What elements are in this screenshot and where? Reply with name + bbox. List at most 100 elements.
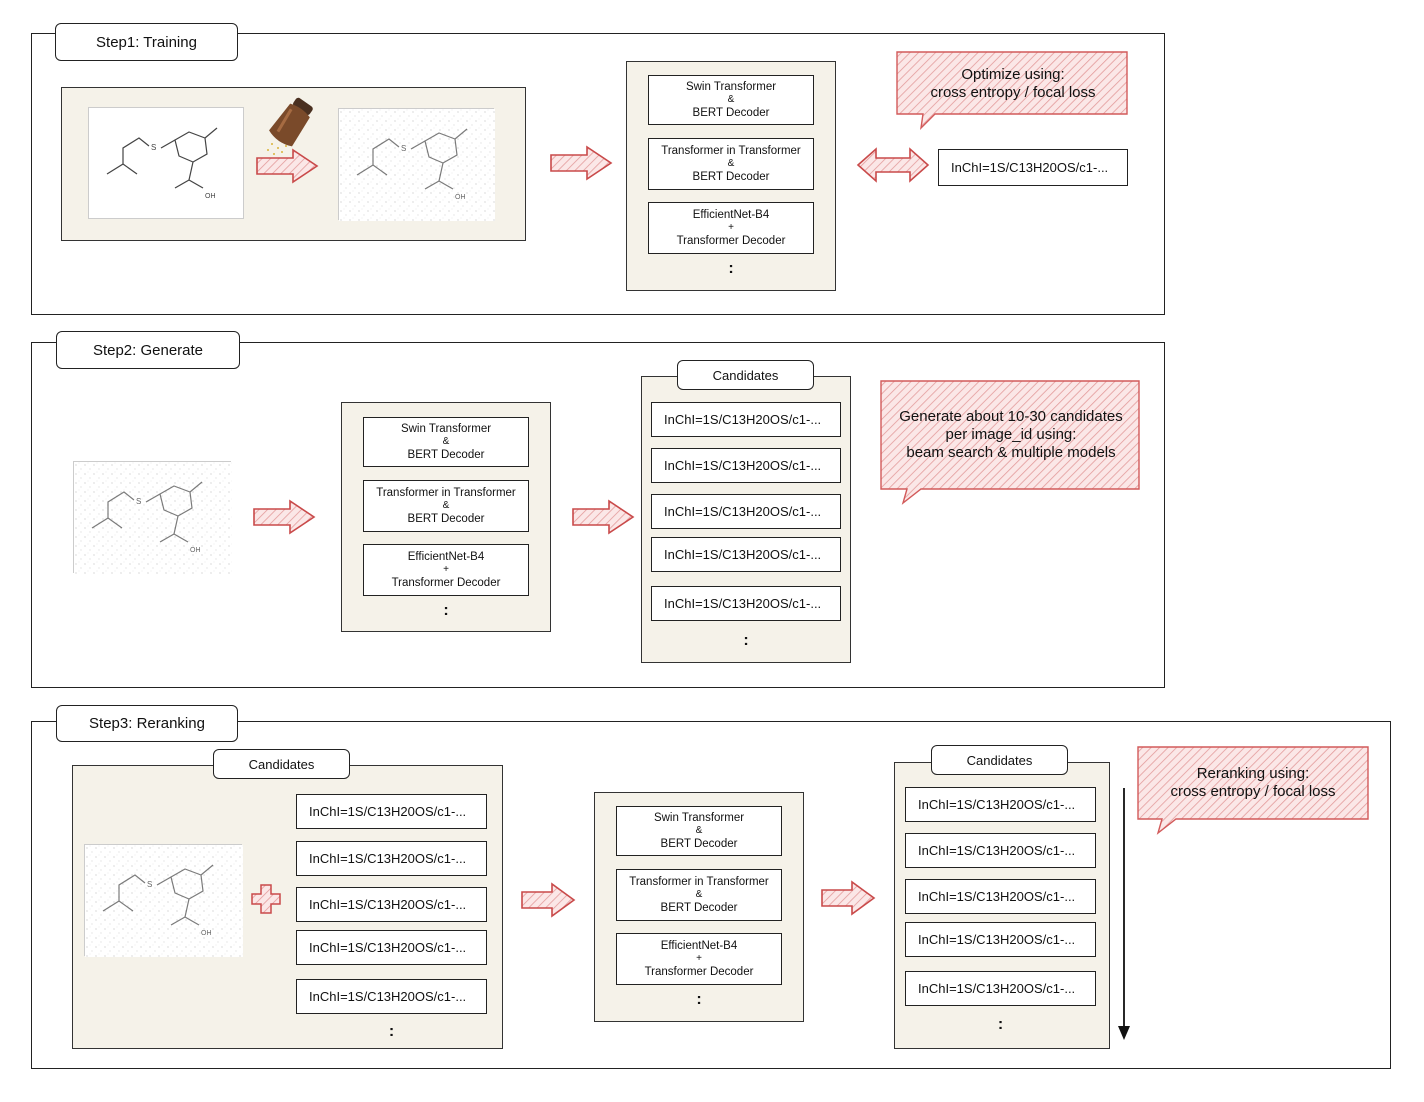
candidates-label: Candidates — [931, 745, 1068, 775]
candidate-item: InChI=1S/C13H20OS/c1-... — [296, 794, 487, 829]
candidate-item: InChI=1S/C13H20OS/c1-... — [651, 402, 841, 437]
note-line: per image_id using: — [945, 426, 1077, 443]
candidates-label-text: Candidates — [966, 752, 1033, 768]
generate-note: Generate about 10-30 candidates per imag… — [881, 384, 1141, 486]
molecule-s-label: S — [147, 880, 152, 889]
candidates-label-text: Candidates — [248, 756, 315, 772]
note-line: Optimize using: — [961, 66, 1065, 83]
inchi-text: InChI=1S/C13H20OS/c1-... — [918, 981, 1076, 996]
model-effnet-transformer: EfficientNet-B4 + Transformer Decoder — [616, 933, 782, 985]
model-decoder: BERT Decoder — [660, 838, 738, 850]
arrow-right-icon — [821, 880, 876, 916]
note-line: beam search & multiple models — [906, 444, 1116, 461]
model-name: Swin Transformer — [400, 423, 492, 435]
model-name: Transformer in Transformer — [629, 876, 769, 888]
step2-label: Step2: Generate — [56, 331, 240, 369]
more-models-ellipsis: : — [728, 260, 734, 277]
model-decoder: Transformer Decoder — [644, 966, 754, 978]
model-sep: & — [695, 825, 703, 836]
inchi-text: InChI=1S/C13H20OS/c1-... — [918, 797, 1076, 812]
model-name: EfficientNet-B4 — [692, 209, 770, 221]
more-models-ellipsis: : — [696, 991, 702, 1008]
model-name: Swin Transformer — [653, 812, 745, 824]
inchi-text: InChI=1S/C13H20OS/c1-... — [309, 851, 467, 866]
inchi-text: InChI=1S/C13H20OS/c1-... — [664, 458, 822, 473]
step3-label-text: Step3: Reranking — [89, 715, 205, 732]
arrow-right-icon — [521, 882, 576, 918]
arrow-right-icon — [256, 148, 319, 184]
molecule-drawing: S OH — [106, 127, 218, 200]
training-note: Optimize using: cross entropy / focal lo… — [897, 55, 1129, 113]
candidates-label: Candidates — [677, 360, 814, 390]
inchi-text: InChI=1S/C13H20OS/c1-... — [664, 596, 822, 611]
candidate-item: InChI=1S/C13H20OS/c1-... — [651, 448, 841, 483]
model-name: Transformer in Transformer — [661, 145, 801, 157]
molecule-image-clean: S OH — [88, 107, 244, 219]
candidate-item: InChI=1S/C13H20OS/c1-... — [651, 494, 841, 529]
step2-label-text: Step2: Generate — [92, 341, 204, 359]
inchi-text: InChI=1S/C13H20OS/c1-... — [664, 412, 822, 427]
model-tnt-bert: Transformer in Transformer & BERT Decode… — [648, 138, 814, 190]
molecule-oh-label: OH — [190, 547, 201, 554]
model-effnet-transformer: EfficientNet-B4 + Transformer Decoder — [363, 544, 529, 596]
noisy-molecule-drawing: S OH — [339, 109, 495, 221]
molecule-image-noisy: S OH — [84, 844, 243, 957]
model-tnt-bert: Transformer in Transformer & BERT Decode… — [616, 869, 782, 921]
arrow-right-icon — [550, 145, 613, 181]
candidate-item: InChI=1S/C13H20OS/c1-... — [296, 930, 487, 965]
model-effnet-transformer: EfficientNet-B4 + Transformer Decoder — [648, 202, 814, 254]
noisy-molecule-drawing: S OH — [74, 462, 232, 574]
model-sep: & — [727, 158, 735, 169]
candidate-item: InChI=1S/C13H20OS/c1-... — [905, 833, 1096, 868]
model-name: EfficientNet-B4 — [407, 551, 485, 563]
inchi-text: InChI=1S/C13H20OS/c1-... — [918, 932, 1076, 947]
inchi-text: InChI=1S/C13H20OS/c1-... — [918, 843, 1076, 858]
model-decoder: BERT Decoder — [692, 107, 770, 119]
rerank-note: Reranking using: cross entropy / focal l… — [1138, 750, 1368, 816]
molecule-s-label: S — [401, 144, 406, 153]
molecule-image-noisy: S OH — [338, 108, 495, 221]
candidates-label: Candidates — [213, 749, 350, 779]
inchi-text: InChI=1S/C13H20OS/c1-... — [664, 547, 822, 562]
model-sep: + — [696, 953, 702, 964]
candidate-item: InChI=1S/C13H20OS/c1-... — [651, 586, 841, 621]
arrow-right-icon — [253, 499, 316, 535]
inchi-text: InChI=1S/C13H20OS/c1-... — [918, 889, 1076, 904]
note-line: Generate about 10-30 candidates — [899, 408, 1123, 425]
more-candidates-ellipsis: : — [997, 1016, 1004, 1033]
plus-icon — [251, 884, 281, 914]
more-candidates-ellipsis: : — [388, 1023, 395, 1040]
rank-order-arrow-icon — [1118, 788, 1130, 1040]
more-models-ellipsis: : — [443, 602, 449, 619]
model-swin-bert: Swin Transformer & BERT Decoder — [648, 75, 814, 125]
generate-note-bubble — [880, 380, 1140, 505]
inchi-text: InChI=1S/C13H20OS/c1-... — [951, 160, 1109, 175]
molecule-s-label: S — [151, 143, 156, 152]
noisy-molecule-drawing: S OH — [85, 845, 243, 957]
model-swin-bert: Swin Transformer & BERT Decoder — [363, 417, 529, 467]
molecule-s-label: S — [136, 497, 141, 506]
candidate-item: InChI=1S/C13H20OS/c1-... — [905, 879, 1096, 914]
candidate-item: InChI=1S/C13H20OS/c1-... — [905, 787, 1096, 822]
candidate-item: InChI=1S/C13H20OS/c1-... — [905, 922, 1096, 957]
step3-label: Step3: Reranking — [56, 705, 238, 742]
model-swin-bert: Swin Transformer & BERT Decoder — [616, 806, 782, 856]
inchi-text: InChI=1S/C13H20OS/c1-... — [309, 804, 467, 819]
more-candidates-ellipsis: : — [743, 632, 749, 649]
inchi-text: InChI=1S/C13H20OS/c1-... — [309, 897, 467, 912]
model-decoder: Transformer Decoder — [391, 577, 501, 589]
model-decoder: BERT Decoder — [407, 449, 485, 461]
candidate-item: InChI=1S/C13H20OS/c1-... — [651, 537, 841, 572]
model-sep: & — [695, 889, 703, 900]
candidate-item: InChI=1S/C13H20OS/c1-... — [296, 979, 487, 1014]
model-decoder: BERT Decoder — [692, 171, 770, 183]
inchi-target-box: InChI=1S/C13H20OS/c1-... — [938, 149, 1128, 186]
note-line: cross entropy / focal loss — [930, 84, 1096, 101]
note-line: cross entropy / focal loss — [1170, 783, 1336, 800]
model-sep: + — [443, 564, 449, 575]
model-sep: & — [442, 436, 450, 447]
molecule-image-noisy: S OH — [73, 461, 232, 574]
training-note-bubble — [896, 51, 1128, 130]
double-arrow-icon — [856, 147, 930, 183]
molecule-oh-label: OH — [201, 930, 212, 937]
